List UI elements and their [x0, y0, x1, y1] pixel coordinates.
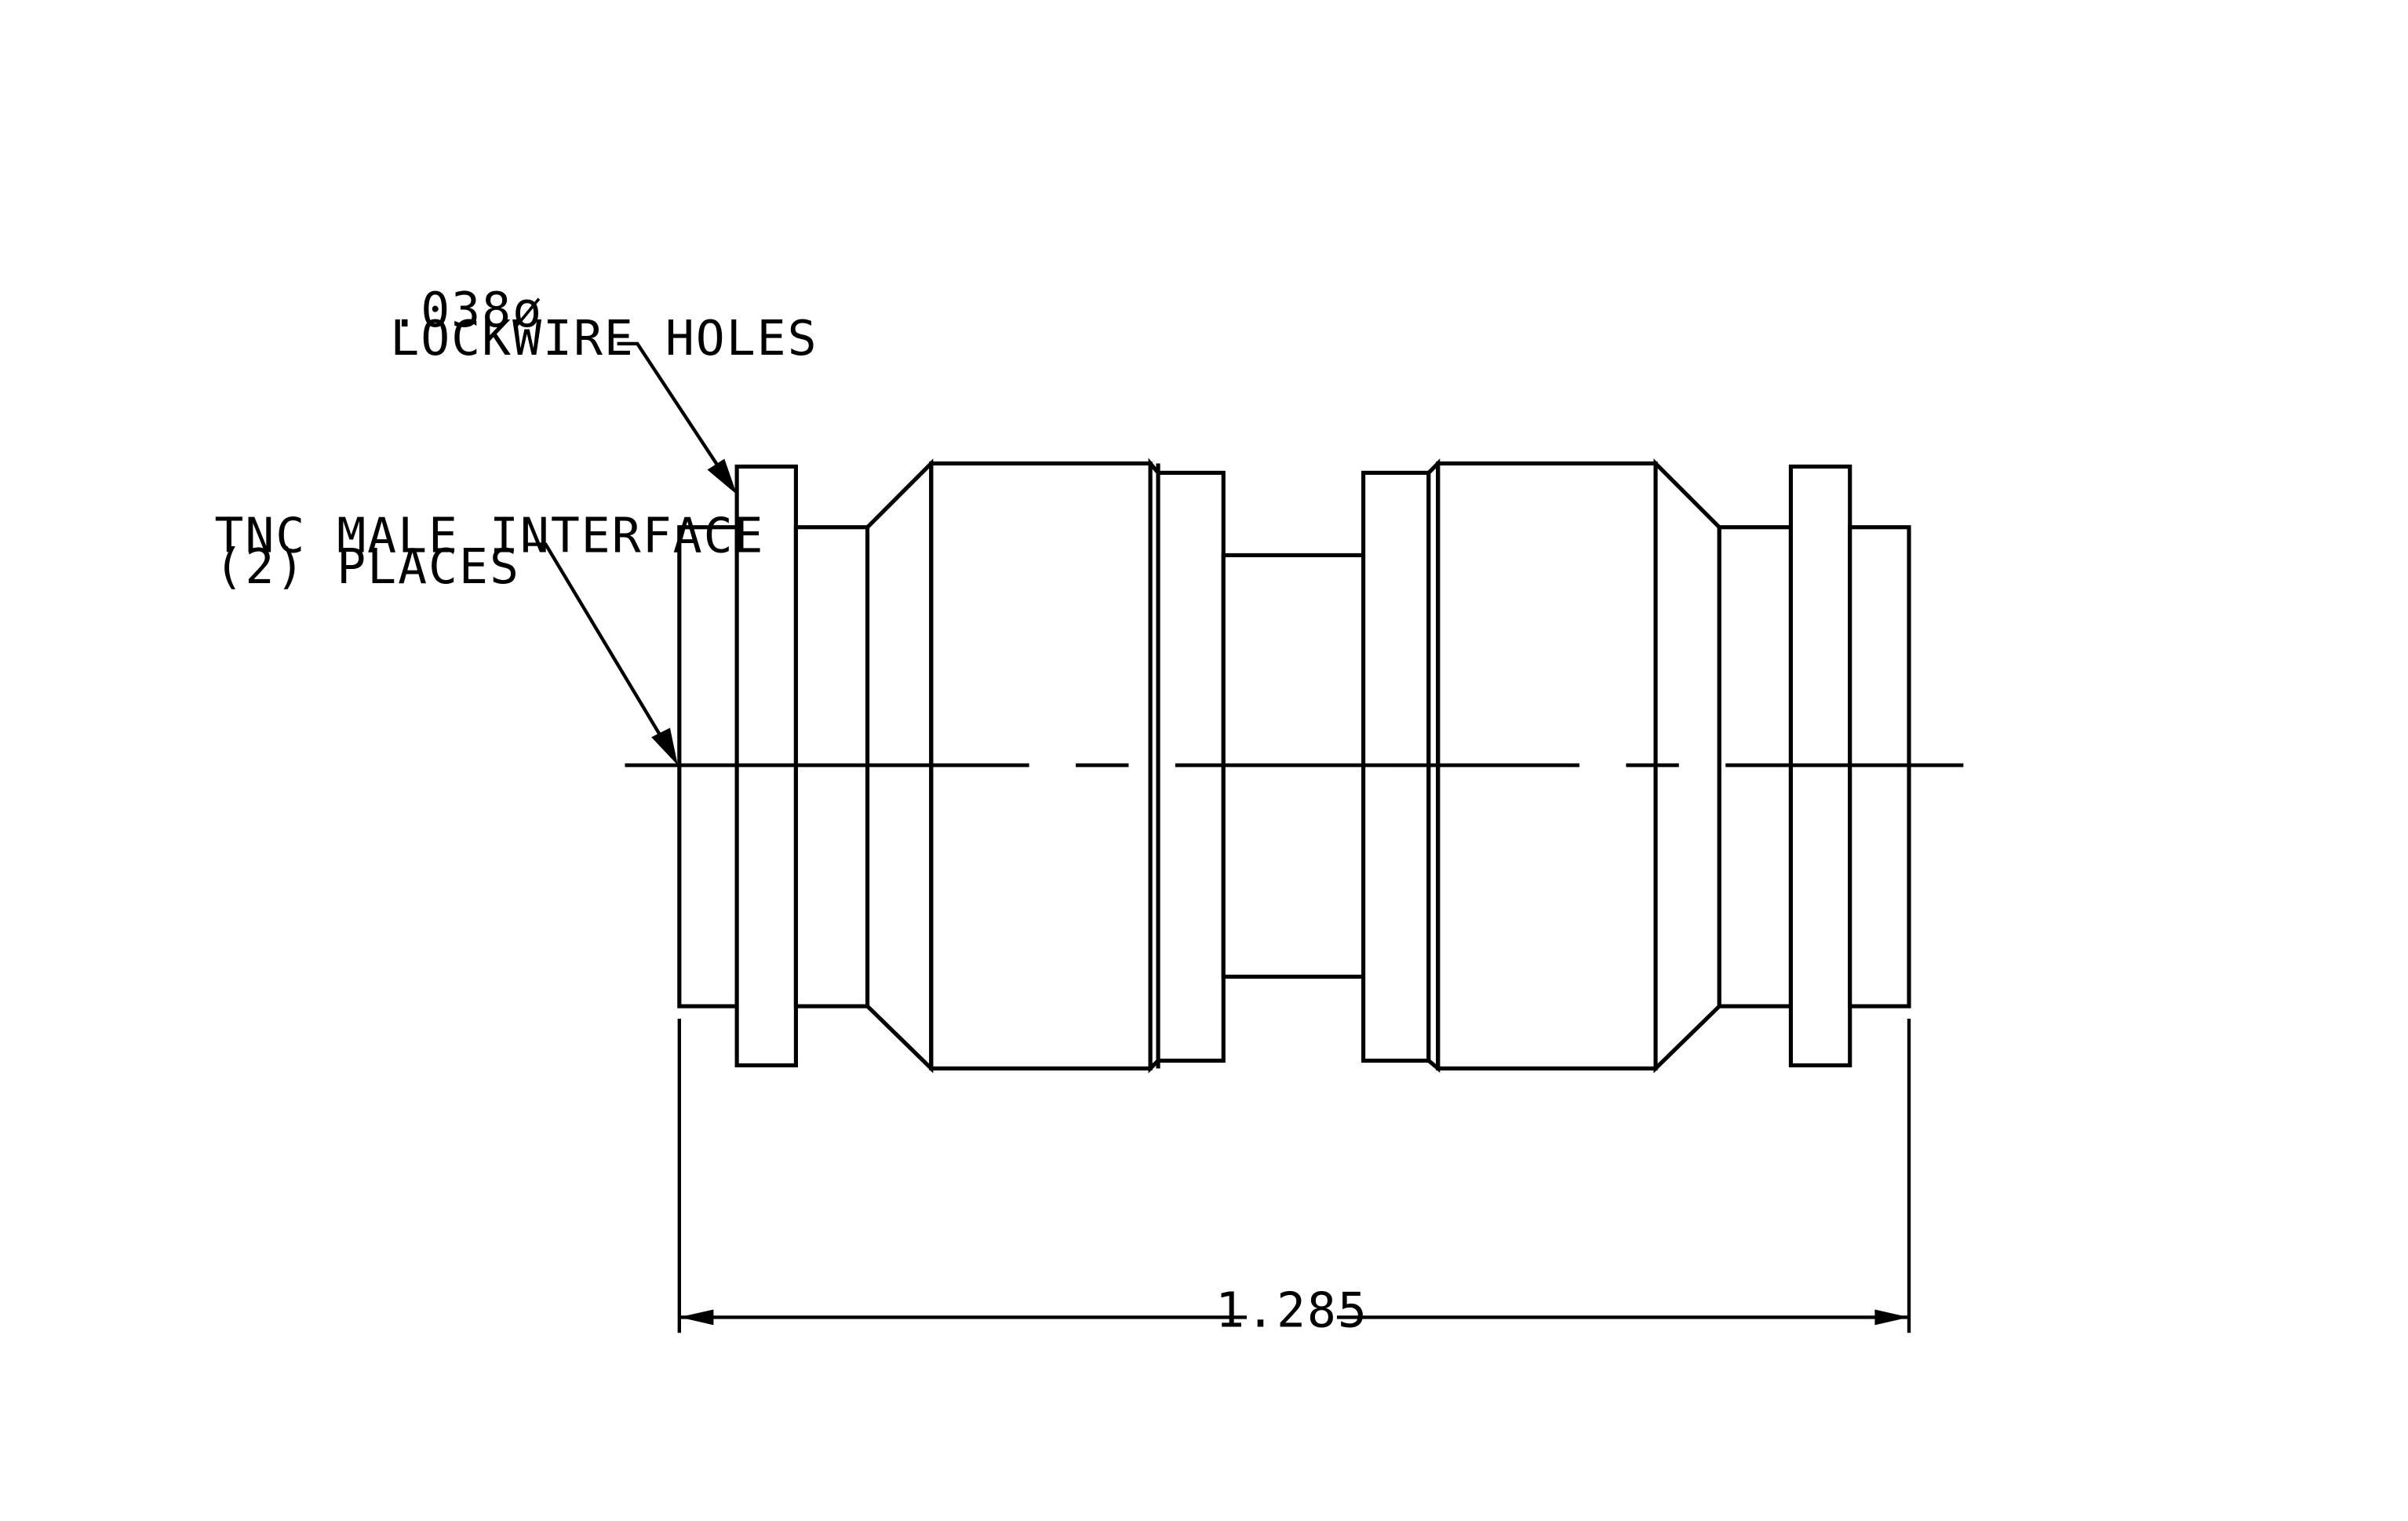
overall-length-dimension: 1.285: [677, 1018, 1911, 1338]
interface-leader: [523, 542, 673, 756]
lockwire-callout: .038ø LOCKWIRE HOLES: [390, 283, 818, 495]
lockwire-holes-label: LOCKWIRE HOLES: [390, 311, 818, 367]
interface-callout: TNC MALE INTERFACE (2) PLACES: [214, 508, 764, 765]
overall-length-value: 1.285: [1215, 1282, 1368, 1338]
interface-label: TNC MALE INTERFACE: [214, 508, 764, 564]
places-label: (2) PLACES: [214, 539, 519, 595]
lockwire-arrowhead: [707, 458, 738, 495]
lockwire-leader: [617, 341, 733, 487]
dimension-arrow-right: [1874, 1309, 1910, 1326]
interface-arrowhead: [651, 728, 678, 765]
dimension-arrow-left: [679, 1309, 714, 1326]
lockwire-diameter-label: .038ø: [390, 283, 543, 338]
